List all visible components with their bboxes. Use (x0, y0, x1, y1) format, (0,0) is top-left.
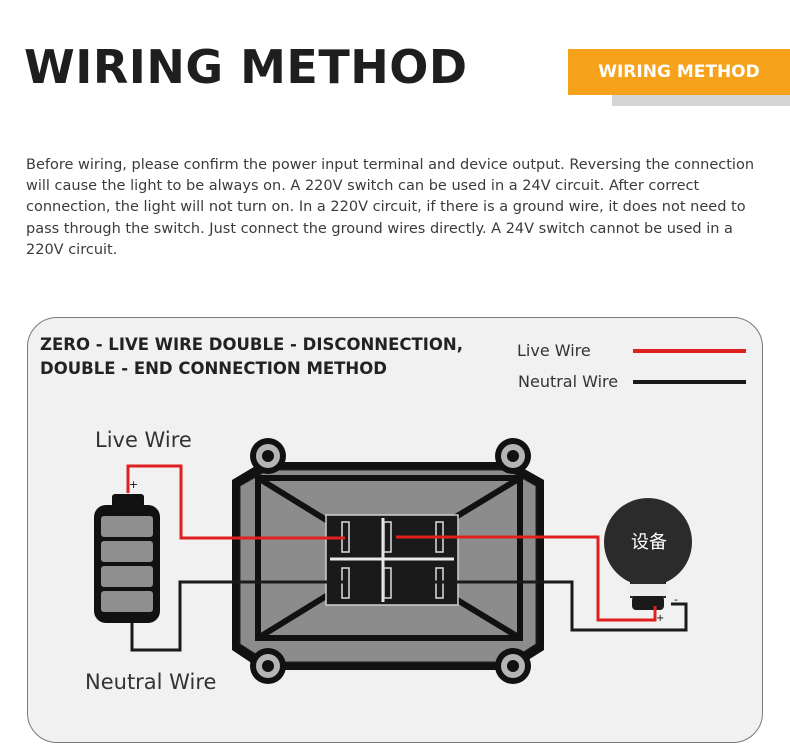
neutral-wire-label: Neutral Wire (85, 670, 217, 694)
battery-cell (101, 591, 153, 612)
battery-cell (101, 566, 153, 587)
neutral-wire-line (130, 580, 345, 652)
live-wire-line (396, 535, 657, 622)
neutral-wire-line (396, 580, 688, 632)
section-badge: WIRING METHOD (568, 49, 790, 95)
device-label: 设备 (631, 532, 667, 553)
battery-cell (101, 541, 153, 562)
switch-icon (232, 438, 544, 684)
battery-minus-sign: - (129, 613, 133, 626)
legend-neutral-label: Neutral Wire (518, 372, 619, 391)
description-text: Before wiring, please confirm the power … (26, 157, 755, 258)
battery-icon: + - (94, 478, 160, 626)
page-title: WIRING METHOD (24, 40, 468, 94)
battery-cell (101, 516, 153, 537)
legend-live-label: Live Wire (517, 341, 591, 360)
diagram-title: ZERO - LIVE WIRE DOUBLE - DISCONNECTION,… (40, 335, 463, 378)
battery-plus-sign: + (129, 478, 138, 491)
device-icon: 设备 + - (604, 498, 692, 624)
device-plus-sign: + (656, 613, 664, 624)
live-wire-label: Live Wire (95, 428, 192, 452)
device-minus-sign: - (674, 593, 678, 606)
live-wire-line (126, 464, 345, 540)
